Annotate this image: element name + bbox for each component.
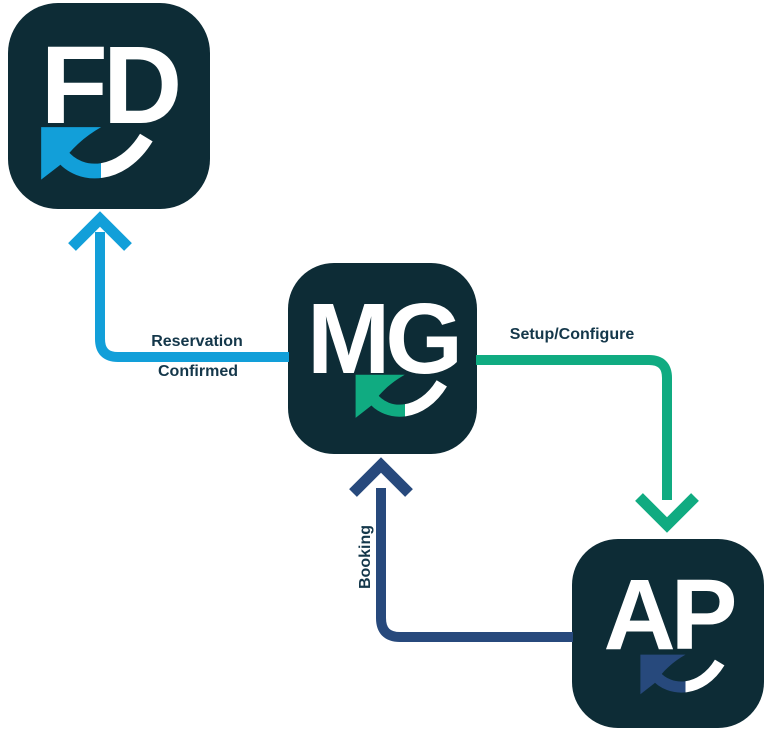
swoosh-arrow-icon xyxy=(41,127,153,180)
app-node-ap[interactable]: AP xyxy=(572,539,764,728)
swoosh-arc xyxy=(366,379,447,417)
swoosh-arrowhead xyxy=(41,127,102,180)
app-node-fd-label: FD xyxy=(40,24,183,147)
swoosh-arc xyxy=(651,659,725,693)
edge-booking-line xyxy=(376,488,573,642)
app-node-ap-label: AP xyxy=(603,559,738,671)
app-node-mg-label: MG xyxy=(306,283,463,395)
swoosh-arrow-icon xyxy=(640,654,725,695)
swoosh-arrowhead xyxy=(640,654,686,695)
edge-label-setup-configure: Setup/Configure xyxy=(509,326,635,343)
edge-label-reservation-line1: Reservation xyxy=(151,333,243,350)
edge-label-booking: Booking xyxy=(357,525,374,589)
edge-setup-arrowhead-icon xyxy=(635,493,699,533)
swoosh-arc xyxy=(55,133,153,179)
edge-label-reservation-line2: Confirmed xyxy=(158,363,238,380)
swoosh-arrowhead xyxy=(355,374,405,418)
edge-booking-arrowhead-icon xyxy=(349,457,413,497)
app-node-mg[interactable]: MG xyxy=(288,263,477,454)
app-node-fd[interactable]: FD xyxy=(8,3,210,209)
edge-reservation-arrowhead-icon xyxy=(68,211,132,251)
swoosh-arrow-icon xyxy=(355,374,447,418)
edge-setup-line xyxy=(476,355,672,500)
